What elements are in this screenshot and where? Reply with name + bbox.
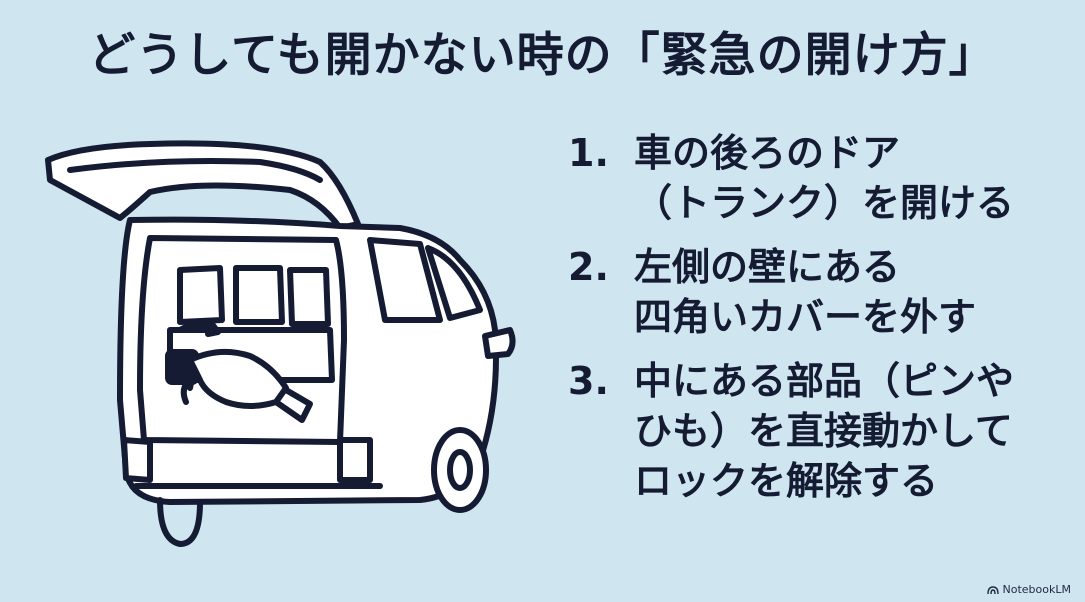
step-line: 中にある部品（ピンや: [634, 359, 1015, 403]
step-number: 2.: [568, 245, 609, 289]
step-line: ロックを解除する: [634, 459, 939, 503]
step-3: 3. 中にある部品（ピンや ひも）を直接動かして ロックを解除する: [568, 356, 1068, 506]
step-text: 中にある部品（ピンや ひも）を直接動かして ロックを解除する: [634, 356, 1014, 506]
step-2: 2. 左側の壁にある 四角いカバーを外す: [568, 242, 1068, 342]
step-text: 車の後ろのドア （トランク）を開ける: [634, 128, 1014, 228]
step-number: 1.: [568, 131, 609, 175]
watermark-text: NotebookLM: [1002, 583, 1071, 596]
step-line: ひも）を直接動かして: [634, 409, 1013, 453]
step-1: 1. 車の後ろのドア （トランク）を開ける: [568, 128, 1068, 228]
rotate-arrows-icon: [177, 321, 221, 405]
watermark: NotebookLM: [986, 583, 1071, 596]
page-title: どうしても開かない時の「緊急の開け方」: [88, 28, 997, 83]
step-number: 3.: [568, 359, 609, 403]
car-trunk-illustration: [40, 140, 540, 560]
car-trunk-open-icon: [45, 140, 516, 547]
step-line: 四角いカバーを外す: [634, 295, 977, 339]
step-line: （トランク）を開ける: [634, 181, 1015, 225]
step-text: 左側の壁にある 四角いカバーを外す: [634, 242, 976, 342]
step-line: 左側の壁にある: [634, 245, 901, 289]
steps-list: 1. 車の後ろのドア （トランク）を開ける 2. 左側の壁にある 四角いカバーを…: [568, 128, 1068, 520]
step-line: 車の後ろのドア: [634, 131, 901, 175]
notebooklm-logo-icon: [986, 585, 999, 594]
